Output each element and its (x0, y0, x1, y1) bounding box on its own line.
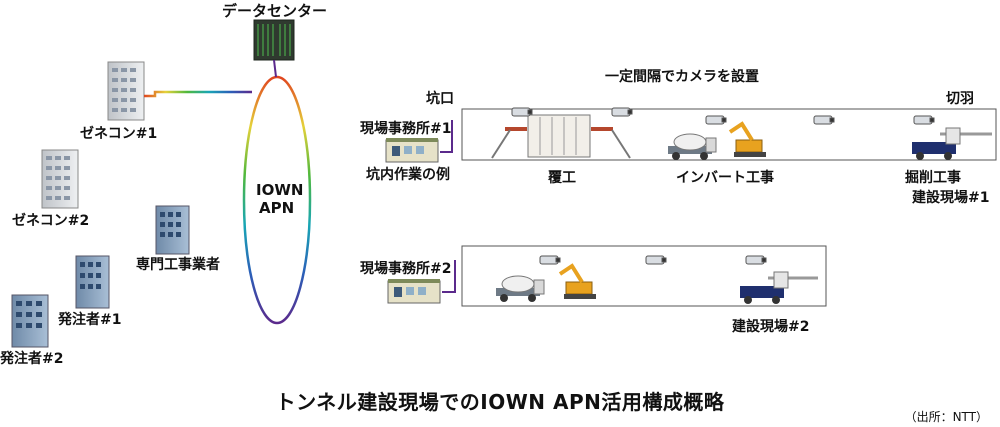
contractor-label-client1: 発注者#1 (58, 312, 122, 328)
site2-box (461, 245, 827, 307)
work-label-invert: インバート工事 (676, 170, 774, 186)
network-label-line2: APN (259, 199, 295, 217)
contractor-label-gc2: ゼネコン#2 (12, 213, 90, 229)
mixer-truck-icon (496, 275, 545, 302)
site1-tunnel-box (461, 108, 997, 161)
site2-office-link (442, 260, 456, 293)
camera-icon (913, 115, 935, 125)
contractor-label-specialist: 専門工事業者 (136, 257, 220, 273)
datacenter-label: データセンター (222, 2, 328, 20)
building-client1-icon (75, 255, 110, 309)
building-gc1-icon (107, 61, 145, 121)
site1-office-hut-icon (385, 138, 439, 163)
building-client2-icon (11, 294, 49, 348)
contractor-label-client2: 発注者#2 (0, 351, 64, 367)
camera-icon (645, 255, 667, 265)
camera-icon (511, 107, 533, 117)
excavator-icon (728, 121, 766, 157)
diagram-title: トンネル建設現場でのIOWN APN活用構成概略 (275, 390, 725, 414)
building-specialist-icon (155, 205, 190, 255)
camera-icon (813, 115, 835, 125)
tunnel-face-label: 切羽 (946, 91, 974, 107)
link-gc1 (144, 90, 252, 98)
site1-example-label: 坑内作業の例 (366, 167, 450, 183)
camera-icon (745, 255, 767, 265)
site1-office-link (440, 120, 453, 153)
building-gc2-icon (41, 149, 79, 209)
excavator-icon (558, 263, 596, 299)
network-label-line1: IOWN (256, 181, 304, 199)
drill-jumbo-icon (740, 271, 818, 304)
site1-name-label: 建設現場#1 (912, 190, 990, 206)
camera-note-label: 一定間隔でカメラを設置 (605, 69, 759, 85)
tunnel-entrance-label: 坑口 (426, 91, 454, 107)
work-label-lining: 覆工 (548, 170, 576, 186)
mixer-truck-icon (668, 133, 717, 160)
camera-icon (539, 255, 561, 265)
lining-formwork-icon (491, 114, 631, 159)
contractor-label-gc1: ゼネコン#1 (80, 126, 158, 142)
iown-apn-ring (242, 75, 312, 325)
source-note: （出所：NTT） (904, 410, 988, 424)
site2-name-label: 建設現場#2 (732, 319, 810, 335)
drill-jumbo-icon (912, 127, 992, 160)
datacenter-icon (253, 19, 295, 78)
work-label-excavation: 掘削工事 (905, 170, 961, 186)
site2-office-label: 現場事務所#2 (360, 261, 452, 277)
site1-office-label: 現場事務所#1 (360, 121, 452, 137)
camera-icon (611, 107, 633, 117)
camera-icon (705, 115, 727, 125)
site2-office-hut-icon (387, 279, 441, 304)
